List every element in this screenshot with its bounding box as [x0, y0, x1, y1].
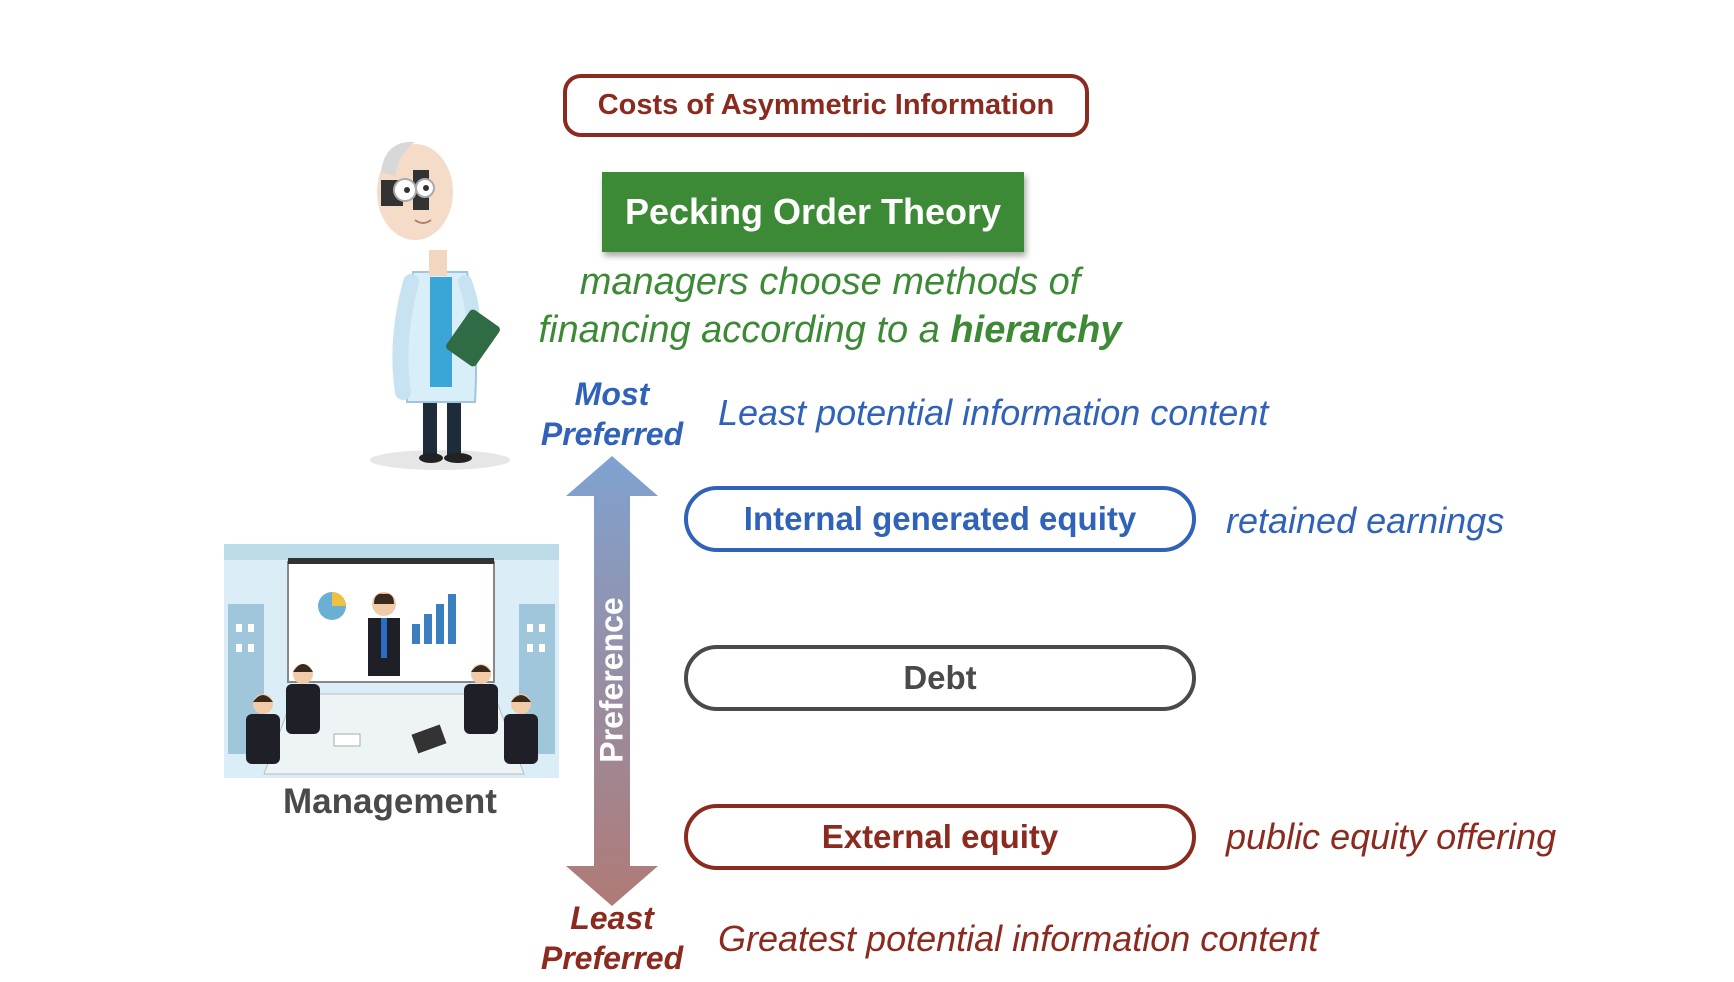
retained-earnings-note: retained earnings: [1226, 500, 1505, 541]
most-preferred-line-2: Preferred: [540, 416, 684, 452]
greatest-info-content-text: Greatest potential information content: [718, 918, 1319, 959]
costs-asymmetric-info-box: Costs of Asymmetric Information: [563, 74, 1089, 137]
subtitle-line-2: financing according to a hierarchy: [505, 306, 1155, 354]
debt-label: Debt: [903, 659, 977, 696]
preference-arrow-label: Preference: [593, 597, 630, 763]
least-preferred-line-1: Least: [570, 900, 654, 936]
public-equity-offering-note: public equity offering: [1226, 816, 1557, 857]
external-equity-option: External equity: [684, 804, 1196, 870]
least-info-content-text: Least potential information content: [718, 392, 1269, 433]
least-preferred-label: Least Preferred: [522, 898, 702, 978]
most-preferred-label: Most Preferred: [522, 374, 702, 454]
external-equity-label: External equity: [821, 818, 1059, 855]
hierarchy-subtitle: managers choose methods of financing acc…: [505, 258, 1155, 354]
professor-illustration: [370, 141, 510, 470]
preference-arrow: [566, 456, 658, 906]
subtitle-emphasis: hierarchy: [950, 309, 1122, 351]
costs-asymmetric-info-label: Costs of Asymmetric Information: [597, 89, 1055, 121]
management-meeting-illustration: [224, 544, 559, 778]
most-preferred-line-1: Most: [574, 376, 650, 412]
least-preferred-line-2: Preferred: [540, 940, 684, 976]
internal-equity-label: Internal generated equity: [743, 500, 1137, 537]
subtitle-line-2-text: financing according to a: [538, 309, 951, 351]
internal-equity-option: Internal generated equity: [684, 486, 1196, 552]
debt-option: Debt: [684, 645, 1196, 711]
management-label: Management: [283, 782, 497, 821]
pecking-order-theory-label: Pecking Order Theory: [624, 191, 1002, 232]
subtitle-line-1: managers choose methods of: [579, 261, 1081, 303]
pecking-order-theory-box: Pecking Order Theory: [602, 172, 1024, 252]
